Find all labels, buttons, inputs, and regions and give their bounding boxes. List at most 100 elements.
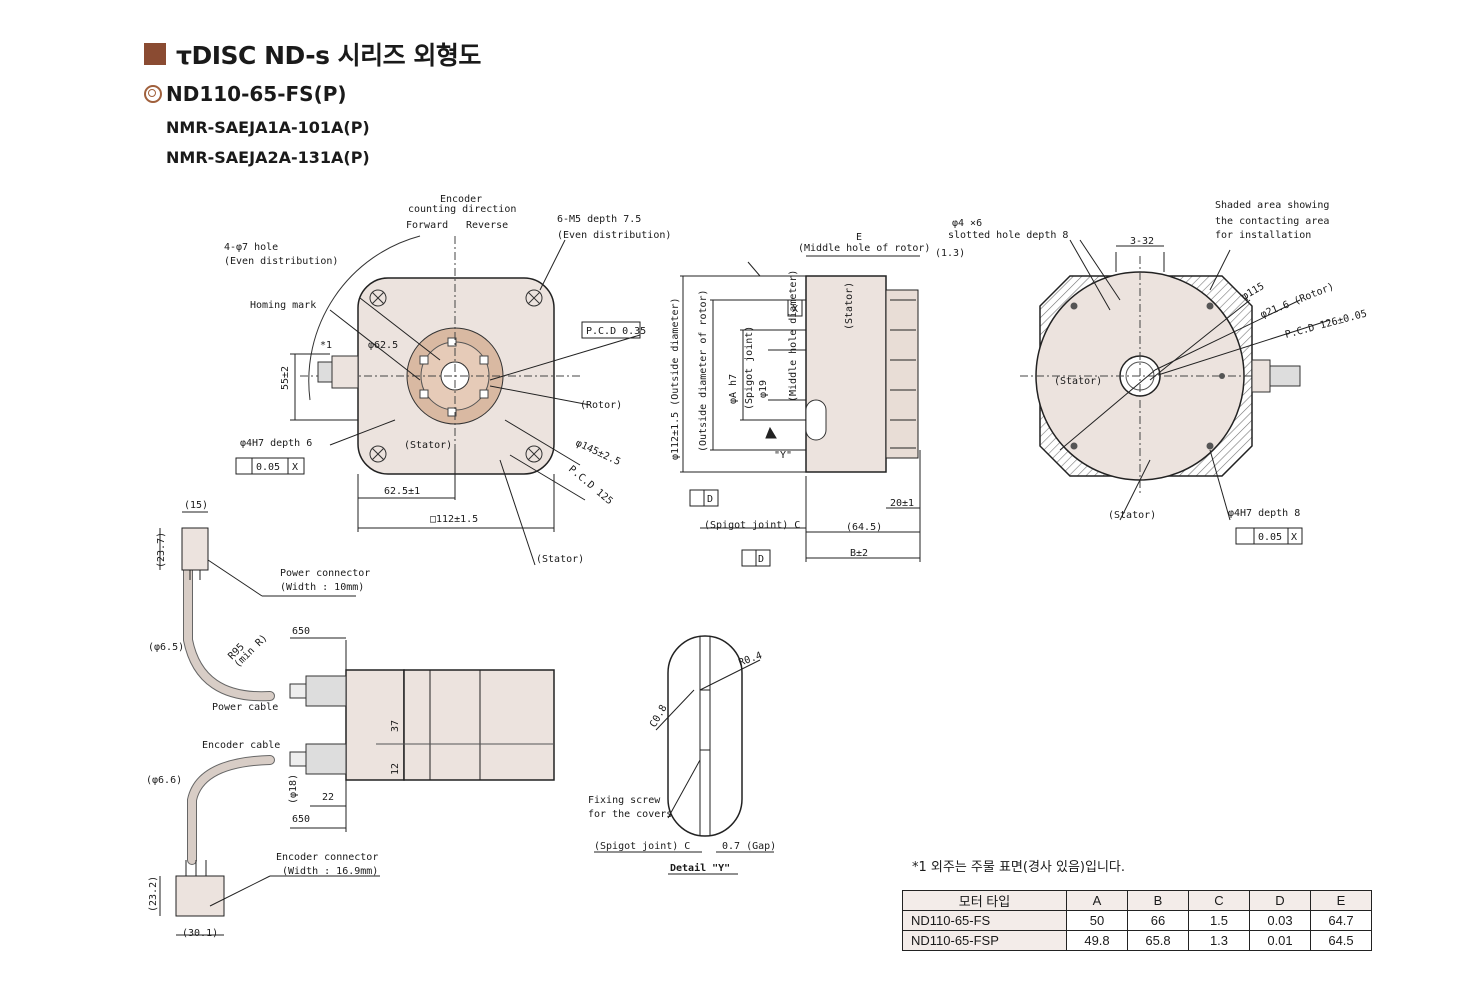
label-spigot-joint: (Spigot joint) bbox=[744, 326, 755, 410]
label-dim-37: 37 bbox=[390, 720, 401, 732]
table-cell: 49.8 bbox=[1066, 930, 1128, 951]
spec-table: 모터 타입 A B C D E ND110-65-FS 50 66 1.5 0.… bbox=[902, 890, 1372, 951]
label-phi115: φ115 bbox=[1240, 281, 1266, 303]
label-phi19: φ19 bbox=[758, 380, 769, 398]
table-cell: 65.8 bbox=[1127, 930, 1189, 951]
label-dim-650a: 650 bbox=[292, 626, 310, 637]
label-dim-22: 22 bbox=[322, 792, 334, 803]
label-stator-c: (Stator) bbox=[1054, 376, 1102, 387]
label-dim-1-3: (1.3) bbox=[935, 248, 965, 259]
label-phi4h7-depth8: φ4H7 depth 8 bbox=[1228, 508, 1300, 519]
page-title: τDISC ND-s 시리즈 외형도 bbox=[176, 41, 481, 70]
label-tol-005-b: 0.05 bbox=[1258, 532, 1282, 543]
label-phi6-6: (φ6.6) bbox=[146, 775, 182, 786]
label-dim-55: 55±2 bbox=[280, 366, 291, 390]
label-tol-005: 0.05 bbox=[256, 462, 280, 473]
label-counting-direction: counting direction bbox=[408, 204, 516, 215]
label-dim-30-1: (30.1) bbox=[182, 928, 218, 939]
label-d-ref-2: D bbox=[758, 554, 764, 565]
part-number: NMR-SAEJA2A-131A(P) bbox=[166, 148, 370, 167]
table-header-row: 모터 타입 A B C D E bbox=[902, 890, 1372, 911]
detail-y bbox=[594, 635, 774, 875]
label-phi-a: φA h7 bbox=[728, 374, 739, 404]
label-dim-64-5: (64.5) bbox=[846, 522, 882, 533]
model-name: ND110-65-FS(P) bbox=[166, 82, 347, 106]
table-cell: 0.03 bbox=[1249, 910, 1311, 931]
label-dim-15: (15) bbox=[184, 500, 208, 511]
label-x-ref: X bbox=[292, 462, 298, 473]
label-gap: 0.7 (Gap) bbox=[722, 841, 776, 852]
label-power-cable: Power cable bbox=[212, 702, 278, 713]
label-shaded-area-3: for installation bbox=[1215, 230, 1311, 241]
table-cell: 64.5 bbox=[1310, 930, 1372, 951]
label-rotor: (Rotor) bbox=[580, 400, 622, 411]
label-phi4h7-depth6: φ4H7 depth 6 bbox=[240, 438, 312, 449]
part-number: NMR-SAEJA1A-101A(P) bbox=[166, 118, 370, 137]
label-dim-3-32: 3-32 bbox=[1130, 236, 1154, 247]
table-cell: 1.3 bbox=[1188, 930, 1250, 951]
label-stator: (Stator) bbox=[404, 440, 452, 451]
label-spigot-c: (Spigot joint) C bbox=[704, 520, 800, 531]
table-row: ND110-65-FS 50 66 1.5 0.03 64.7 bbox=[902, 910, 1372, 931]
label-phi21-6: φ21.6 (Rotor) bbox=[1259, 281, 1336, 321]
table-cell: 64.7 bbox=[1310, 910, 1372, 931]
label-phi6-5: (φ6.5) bbox=[148, 642, 184, 653]
label-even-dist-2: (Even distribution) bbox=[224, 256, 338, 267]
label-even-dist: (Even distribution) bbox=[557, 230, 671, 241]
label-middle-hole: (Middle hole of rotor) bbox=[798, 243, 930, 254]
label-fixing-screw: Fixing screw bbox=[588, 795, 661, 806]
label-b-dim: B±2 bbox=[850, 548, 868, 559]
label-x-ref-3: X bbox=[1291, 532, 1297, 543]
label-for-covers: for the covers bbox=[588, 809, 672, 820]
label-pcd126: P.C.D 126±0.05 bbox=[1284, 308, 1368, 340]
label-encoder-connector: Encoder connector bbox=[276, 852, 378, 863]
header: τDISC ND-s 시리즈 외형도 ND110-65-FS(P) NMR-SA… bbox=[144, 36, 481, 178]
label-outside-diameter: φ112±1.5 (Outside diameter) bbox=[670, 297, 681, 460]
label-dim-112: □112±1.5 bbox=[430, 514, 478, 525]
label-forward: Forward bbox=[406, 220, 448, 231]
table-cell: 50 bbox=[1066, 910, 1128, 931]
label-detail-y: Detail "Y" bbox=[670, 862, 730, 874]
front-view bbox=[235, 235, 641, 566]
label-dim-650b: 650 bbox=[292, 814, 310, 825]
label-stator-b: (Stator) bbox=[536, 554, 584, 565]
label-x-ref-2: X bbox=[792, 304, 798, 315]
label-c0-8: C0.8 bbox=[648, 703, 670, 729]
label-spigot-c2: (Spigot joint) C bbox=[594, 841, 690, 852]
label-stator-d: (Stator) bbox=[1108, 510, 1156, 521]
rear-view bbox=[1020, 239, 1331, 545]
label-power-width: (Width : 10mm) bbox=[280, 582, 364, 593]
label-r0-4: R0.4 bbox=[737, 650, 763, 669]
table-cell: 0.01 bbox=[1249, 930, 1311, 951]
bottom-side-view bbox=[159, 511, 555, 936]
label-shaded-area: Shaded area showing bbox=[1215, 200, 1329, 211]
label-encoder-width: (Width : 16.9mm) bbox=[282, 866, 378, 877]
label-y: "Y" bbox=[774, 450, 792, 461]
table-cell: 1.5 bbox=[1188, 910, 1250, 931]
label-dim-12: 12 bbox=[390, 763, 401, 775]
title-square-icon bbox=[144, 43, 166, 65]
label-dim-62-5: 62.5±1 bbox=[384, 486, 420, 497]
table-header: B bbox=[1127, 890, 1189, 911]
label-stator-side: (Stator) bbox=[844, 282, 855, 330]
table-cell: ND110-65-FSP bbox=[902, 930, 1067, 951]
title-row: τDISC ND-s 시리즈 외형도 bbox=[144, 36, 481, 72]
table-header: D bbox=[1249, 890, 1311, 911]
label-encoder: Encoder bbox=[440, 194, 482, 205]
label-pcd-035: P.C.D 0.35 bbox=[586, 326, 646, 337]
label-m5-depth: 6-M5 depth 7.5 bbox=[557, 214, 641, 225]
label-e: E bbox=[856, 232, 862, 243]
table-header: A bbox=[1066, 890, 1128, 911]
connector-boss bbox=[331, 355, 359, 389]
label-encoder-cable: Encoder cable bbox=[202, 740, 280, 751]
label-d-ref: D bbox=[707, 494, 713, 505]
label-reverse: Reverse bbox=[466, 220, 508, 231]
label-dim-23-7: (23.7) bbox=[156, 532, 167, 568]
label-dim-20: 20±1 bbox=[890, 498, 914, 509]
label-pcd125: P.C.D 125 bbox=[566, 464, 615, 507]
side-view bbox=[680, 255, 921, 567]
label-phi7-hole: 4-φ7 hole bbox=[224, 242, 278, 253]
model-row: ND110-65-FS(P) bbox=[144, 82, 481, 106]
table-cell: 66 bbox=[1127, 910, 1189, 931]
